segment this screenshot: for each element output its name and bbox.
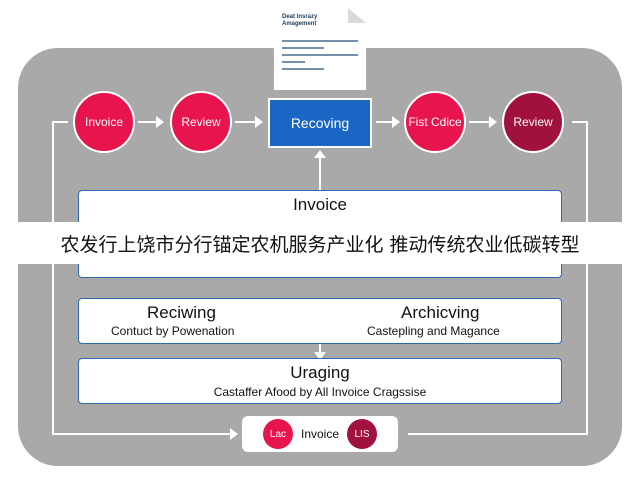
step-final-review-circle: Review xyxy=(502,91,564,153)
urging-subtitle: Castaffer Afood by All Invoice Cragssise xyxy=(213,385,427,399)
center-process-box: Recoving xyxy=(268,98,372,148)
bottom-label: Invoice xyxy=(300,427,340,441)
arrow-4 xyxy=(469,116,497,128)
archiving-sub: Castepling and Magance xyxy=(367,324,500,338)
arrow-2 xyxy=(235,116,263,128)
urging-title: Uraging xyxy=(290,363,350,382)
middle-box: Reciwing Contuct by Powenation Archicvin… xyxy=(78,298,562,344)
invoice-box-title: Invoice xyxy=(293,195,347,214)
bottom-left-arrow xyxy=(200,428,238,440)
right-loop-bottom xyxy=(408,433,588,435)
left-badge: Lac xyxy=(262,419,293,449)
receiving-title: Reciwing xyxy=(147,303,216,322)
receiving-sub: Contuct by Powenation xyxy=(111,324,235,338)
urging-box: Uraging Castaffer Afood by All Invoice C… xyxy=(78,358,562,404)
document-title: Deat Insrazy Amagement xyxy=(282,14,318,27)
arrow-1 xyxy=(138,116,164,128)
headline-banner: 农发行上饶市分行锚定农机服务产业化 推动传统农业低碳转型 xyxy=(0,222,640,264)
step-review-circle: Review xyxy=(170,91,232,153)
left-loop-line xyxy=(52,121,54,433)
arrow-3 xyxy=(376,116,400,128)
left-loop-top xyxy=(52,121,68,123)
right-badge: LIS xyxy=(347,419,378,449)
down-arrow xyxy=(314,344,326,360)
document-fold xyxy=(348,8,366,23)
right-loop-top xyxy=(572,121,588,123)
invoice-box-lower xyxy=(78,264,562,278)
right-loop-line xyxy=(586,121,588,433)
step-invoice-circle: Invoice xyxy=(73,91,135,153)
archiving-title: Archicving xyxy=(401,303,480,322)
left-loop-bottom xyxy=(52,433,232,435)
step-first-choice-circle: Fist Cdice xyxy=(404,91,466,153)
document-lines xyxy=(282,40,358,75)
bottom-summary-box: Lac Invoice LIS xyxy=(242,416,398,452)
up-arrow xyxy=(314,150,326,190)
